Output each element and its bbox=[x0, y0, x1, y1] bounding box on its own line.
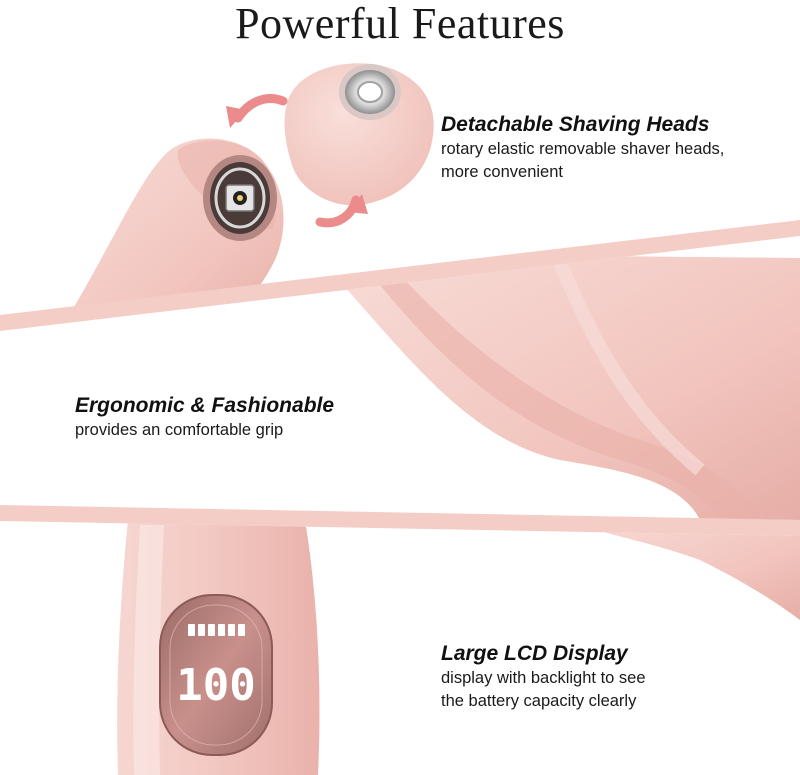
feature-lcd-display: Large LCD Display display with backlight… bbox=[441, 641, 646, 713]
band-lcd-handle: 100 bbox=[117, 521, 800, 775]
band-ergonomic-body bbox=[330, 253, 800, 520]
diagonal-stripe bbox=[0, 220, 800, 331]
diagonal-stripe bbox=[0, 505, 800, 536]
feature-description: the battery capacity clearly bbox=[441, 692, 637, 710]
lcd-reading: 100 bbox=[176, 660, 255, 711]
feature-heading: Large LCD Display bbox=[441, 642, 628, 665]
feature-ergonomic: Ergonomic & Fashionable provides an comf… bbox=[75, 393, 334, 442]
feature-description: provides an comfortable grip bbox=[75, 421, 284, 439]
feature-detachable-heads: Detachable Shaving Heads rotary elastic … bbox=[441, 112, 724, 184]
feature-description: rotary elastic removable shaver heads, bbox=[441, 140, 725, 158]
feature-description: more convenient bbox=[441, 163, 563, 181]
page-title: Powerful Features bbox=[235, 0, 565, 48]
feature-heading: Ergonomic & Fashionable bbox=[75, 394, 335, 417]
feature-heading: Detachable Shaving Heads bbox=[441, 113, 710, 136]
feature-description: display with backlight to see bbox=[441, 669, 646, 687]
battery-bars-icon bbox=[188, 624, 245, 636]
